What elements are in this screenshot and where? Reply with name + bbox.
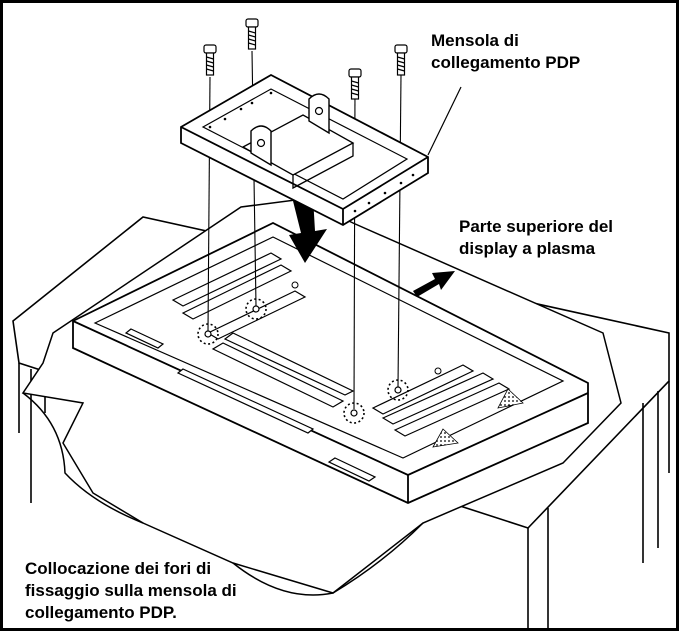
bracket-callout-line (427, 86, 462, 156)
bracket-label: Mensola di collegamento PDP (431, 30, 580, 74)
display-top-label-line: Parte superiore del (459, 217, 614, 236)
holes-caption-line: Collocazione dei fori di (25, 559, 212, 578)
display-top-label: Parte superiore del display a plasma (459, 216, 613, 260)
pdp-bracket (180, 73, 429, 227)
plasma-display (72, 221, 589, 504)
holes-caption-line: fissaggio sulla mensola di (25, 581, 237, 600)
holes-caption-line: collegamento PDP. (25, 603, 177, 622)
screw-icons (203, 18, 408, 100)
holes-caption: Collocazione dei fori di fissaggio sulla… (25, 558, 237, 624)
display-top-label-line: display a plasma (459, 239, 596, 258)
assembly-illustration (12, 18, 670, 629)
bracket-label-line: Mensola di (431, 31, 519, 50)
bracket-label-line: collegamento PDP (431, 53, 581, 72)
direction-arrow-icon (413, 271, 455, 297)
down-arrow-icon (289, 197, 327, 263)
